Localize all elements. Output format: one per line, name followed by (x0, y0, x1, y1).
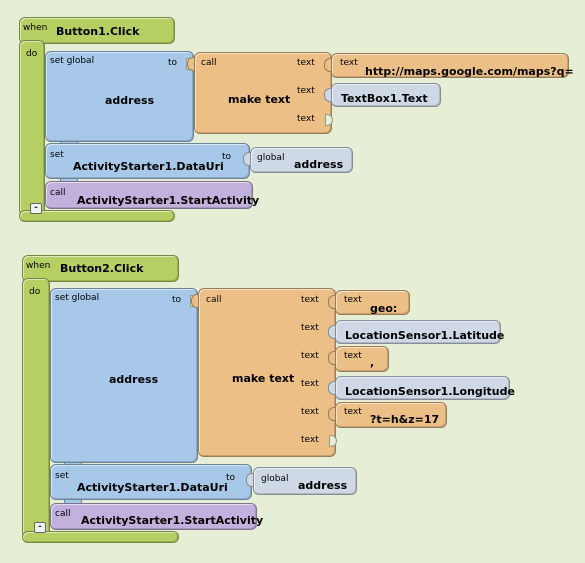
set-property-block[interactable] (45, 143, 250, 179)
text-literal-tag: text (344, 295, 362, 305)
text-literal-value: ?t=h&z=17 (370, 413, 440, 426)
make-text-arg-label: text (297, 114, 315, 124)
set-global-block[interactable] (45, 51, 194, 142)
make-text-arg-label: text (297, 58, 315, 68)
set-global-block[interactable] (50, 288, 198, 463)
make-text-label: make text (232, 372, 295, 385)
text-literal-block[interactable] (331, 53, 569, 78)
make-text-call-label: call (206, 295, 222, 305)
global-getter-plug (246, 473, 254, 487)
collapse-button[interactable]: - (30, 203, 42, 214)
component-getter-value: TextBox1.Text (341, 92, 428, 105)
global-getter-plug (243, 152, 251, 166)
component-getter-value: LocationSensor1.Longitude (345, 385, 515, 398)
event-header[interactable] (22, 255, 179, 282)
make-text-arg-label: text (301, 435, 319, 445)
make-text-arg-label: text (301, 295, 319, 305)
text-literal-plug (328, 295, 336, 309)
make-text-arg-label: text (297, 86, 315, 96)
set-global-var: address (105, 94, 155, 107)
make-text-socket (325, 114, 333, 126)
text-literal-value: , (370, 356, 375, 369)
call-method-name: ActivityStarter1.StartActivity (81, 514, 264, 527)
component-getter-block[interactable] (331, 83, 441, 107)
set-property-set-label: set (50, 150, 64, 160)
text-literal-block[interactable] (335, 402, 447, 428)
when-label: when (23, 23, 48, 33)
make-text-plug (191, 294, 199, 308)
set-global-to-label: to (168, 58, 178, 68)
text-literal-plug (328, 351, 336, 365)
set-property-name: ActivityStarter1.DataUri (73, 160, 224, 173)
do-label: do (26, 49, 38, 59)
set-property-set-label: set (55, 471, 69, 481)
event-footer (22, 531, 179, 543)
set-property-name: ActivityStarter1.DataUri (77, 481, 228, 494)
make-text-call-label: call (201, 58, 217, 68)
call-method-name: ActivityStarter1.StartActivity (77, 194, 260, 207)
global-getter-var: address (294, 158, 344, 171)
make-text-arg-label: text (301, 407, 319, 417)
component-getter-plug (324, 88, 332, 102)
set-property-to-label: to (222, 152, 232, 162)
text-literal-tag: text (344, 351, 362, 361)
event-side-bar (19, 40, 45, 216)
component-getter-block[interactable] (335, 320, 501, 344)
make-text-block[interactable] (194, 52, 332, 134)
call-method-call-label: call (55, 509, 71, 519)
text-literal-plug (324, 58, 332, 72)
set-global-label: set global (50, 56, 95, 66)
make-text-arg-label: text (301, 379, 319, 389)
component-getter-plug (328, 325, 336, 339)
set-property-block[interactable] (50, 464, 252, 500)
call-method-block[interactable] (45, 181, 253, 209)
make-text-socket (329, 435, 337, 447)
make-text-plug (187, 57, 195, 71)
component-getter-value: LocationSensor1.Latitude (345, 329, 505, 342)
event-name: Button1.Click (56, 25, 140, 38)
make-text-block[interactable] (198, 288, 336, 457)
make-text-label: make text (228, 93, 291, 106)
text-literal-value: http://maps.google.com/maps?q= (365, 65, 574, 78)
make-text-arg-label: text (301, 351, 319, 361)
text-literal-tag: text (340, 58, 358, 68)
event-side-bar (22, 278, 50, 538)
set-property-to-label: to (226, 473, 236, 483)
make-text-arg-label: text (301, 323, 319, 333)
set-global-label: set global (55, 293, 100, 303)
global-getter-label: global (261, 474, 289, 484)
global-getter-var: address (298, 479, 348, 492)
text-literal-plug (328, 407, 336, 421)
set-global-var: address (109, 373, 159, 386)
text-literal-block[interactable] (335, 290, 410, 315)
set-global-to-label: to (172, 295, 182, 305)
when-label: when (26, 261, 51, 271)
component-getter-plug (328, 381, 336, 395)
component-getter-block[interactable] (335, 376, 510, 400)
do-label: do (29, 287, 41, 297)
global-getter-label: global (257, 153, 285, 163)
call-method-block[interactable] (50, 503, 257, 530)
event-header[interactable] (19, 17, 175, 44)
text-literal-tag: text (344, 407, 362, 417)
event-footer (19, 210, 175, 222)
call-method-call-label: call (50, 188, 66, 198)
event-name: Button2.Click (60, 262, 144, 275)
text-literal-value: geo: (370, 302, 398, 315)
collapse-button[interactable]: - (34, 522, 46, 533)
